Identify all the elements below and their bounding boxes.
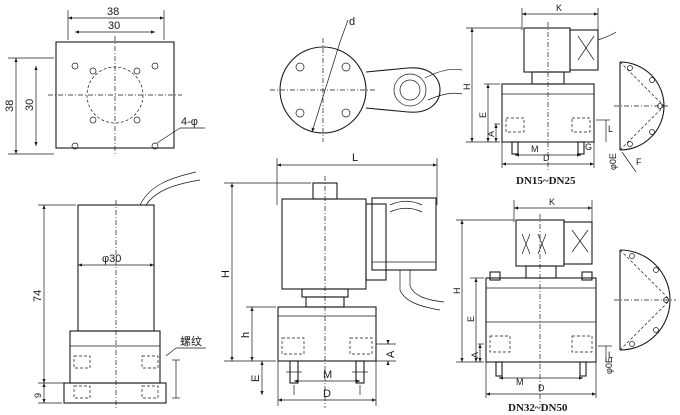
dim-H-small: H [462,84,472,91]
dn32-dn50-view: K H E A M [452,197,676,414]
dim-K-small: K [556,3,562,13]
dim-D-large: D [538,383,545,393]
coil-plan-view: 38 30 38 30 4-φ [4,6,205,156]
valve-front-view: L H h E [220,152,445,408]
dim-E-large: E [466,316,476,322]
dim-D-small: D [543,153,550,163]
dim-A-small: A [486,131,496,137]
dim-D: D [323,388,331,400]
g-label-small: G [585,142,592,152]
dim-F-small: F [636,157,642,167]
dim-A: A [385,350,397,358]
dim-A-large: A [470,352,480,358]
holes-label: 4-φ [181,116,198,128]
dim-d: d [349,16,355,28]
dim-H-large: H [452,288,462,295]
dim-height-30: 30 [24,99,36,111]
dim-height-9: 9 [33,393,43,398]
phi-side-small: φ0E [608,153,618,170]
dim-height-38: 38 [4,100,16,112]
phi-side-large: φ0E [604,357,614,374]
dim-H: H [220,270,232,278]
valve-plan-view: d [270,16,463,142]
dim-L: L [352,152,358,164]
dim-diameter-30: φ30 [102,253,121,265]
dim-width-30: 30 [108,20,120,32]
thread-label: 螺纹 [180,334,202,348]
dim-M: M [323,369,332,381]
coil-side-view: φ30 74 9 螺纹 [32,171,206,408]
dim-E-small: E [478,112,488,118]
dim-L-large: L [608,350,613,360]
dn15-dn25-view: K H E A M D [462,3,668,187]
caption-dn32-dn50: DN32~DN50 [508,402,568,414]
dim-height-74: 74 [32,290,44,302]
caption-dn15-dn25: DN15~DN25 [516,175,576,187]
dim-width-38: 38 [107,6,119,18]
dim-h: h [240,332,252,338]
dim-E: E [250,375,262,382]
dim-L-small: L [608,124,613,134]
dim-K-large: K [549,197,555,207]
dim-M-large: M [516,377,524,387]
dim-M-small: M [531,144,539,154]
